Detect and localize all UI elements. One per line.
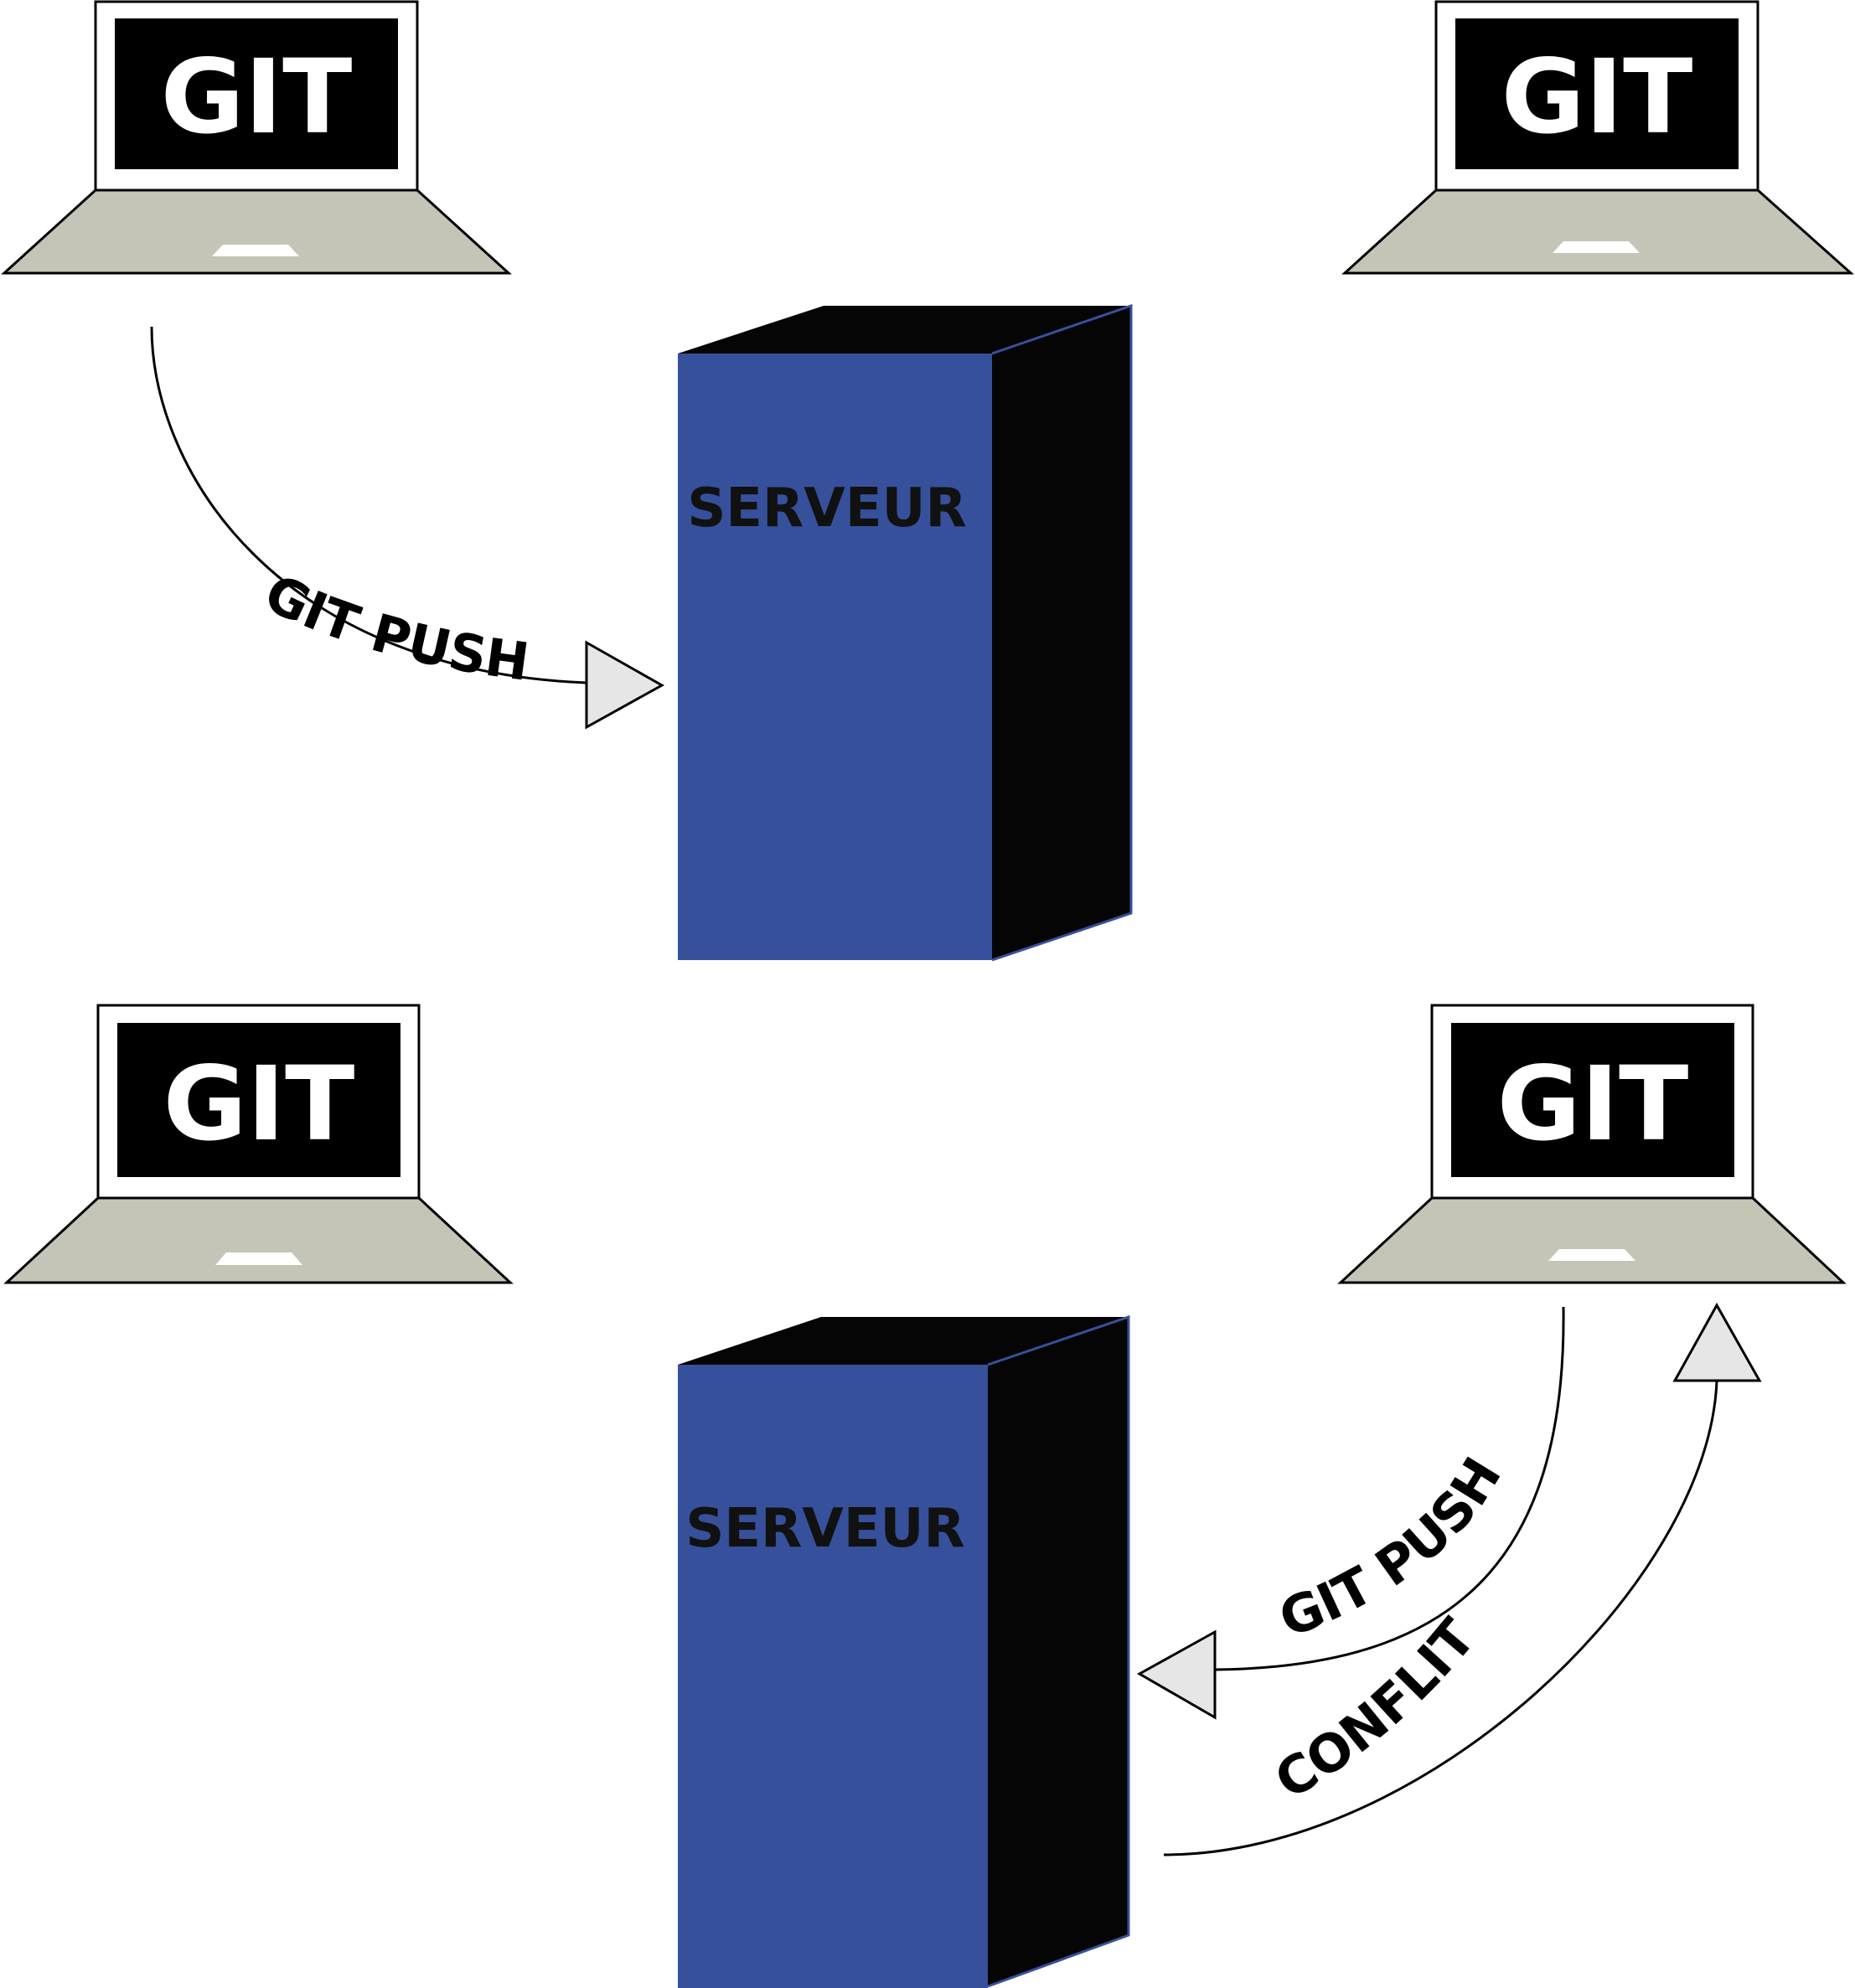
arrow-label-path: GIT PUSH: [256, 562, 533, 693]
arrow-label-path: GIT PUSH: [1271, 1447, 1513, 1650]
laptop-screen-text: GIT: [161, 38, 353, 157]
laptop-screen: [1451, 1023, 1734, 1177]
laptop-screen: [115, 18, 398, 169]
laptop-top-right: GIT: [1341, 0, 1854, 275]
laptop-screen: [1455, 18, 1739, 169]
laptop-bottom-right: GIT: [1337, 1004, 1847, 1284]
laptop-bottom-left: GIT: [3, 1004, 514, 1284]
arrow-line: [1214, 1306, 1565, 1671]
server-label: SERVEUR: [687, 478, 967, 540]
arrow-top-push: GIT PUSH: [150, 326, 665, 730]
trackpad-icon: [1548, 1249, 1635, 1261]
server-edge: [987, 1314, 1130, 1988]
laptop-base: [3, 1196, 514, 1284]
arrowhead-icon: [1672, 1302, 1762, 1382]
server-top-face: [678, 306, 1131, 354]
server-bottom: SERVEUR: [678, 1314, 1130, 1988]
server-edge: [991, 303, 1133, 962]
server-top-face: [678, 1317, 1129, 1365]
server-top: SERVEUR: [678, 303, 1133, 962]
trackpad-icon: [212, 245, 299, 256]
server-label: SERVEUR: [685, 1498, 965, 1560]
laptop-top-left: GIT: [1, 0, 512, 275]
server-front-face: [678, 354, 992, 960]
laptop-screen-text: GIT: [163, 1045, 355, 1164]
laptop-base: [1341, 188, 1854, 275]
arrowhead-icon: [1136, 1629, 1217, 1720]
arrow-line: [150, 326, 587, 684]
server-side-face: [992, 306, 1131, 960]
arrow-bottom-conflict: CONFLIT: [1163, 1302, 1762, 1856]
arrow-label: GIT PUSH: [1271, 1447, 1513, 1650]
server-front-face: [678, 1365, 988, 1988]
arrow-line: [1163, 1380, 1718, 1856]
trackpad-icon: [1553, 241, 1640, 253]
laptop-screen-text: GIT: [1501, 38, 1693, 157]
laptop-base: [1337, 1196, 1847, 1284]
laptop-screen-text: GIT: [1497, 1045, 1689, 1164]
laptop-screen: [117, 1023, 400, 1177]
laptop-base: [1, 188, 512, 275]
server-side-face: [988, 1317, 1129, 1986]
arrow-label: GIT PUSH: [256, 562, 533, 693]
arrow-bottom-push: GIT PUSH: [1136, 1306, 1565, 1720]
trackpad-icon: [215, 1252, 302, 1265]
arrowhead-icon: [585, 640, 665, 730]
